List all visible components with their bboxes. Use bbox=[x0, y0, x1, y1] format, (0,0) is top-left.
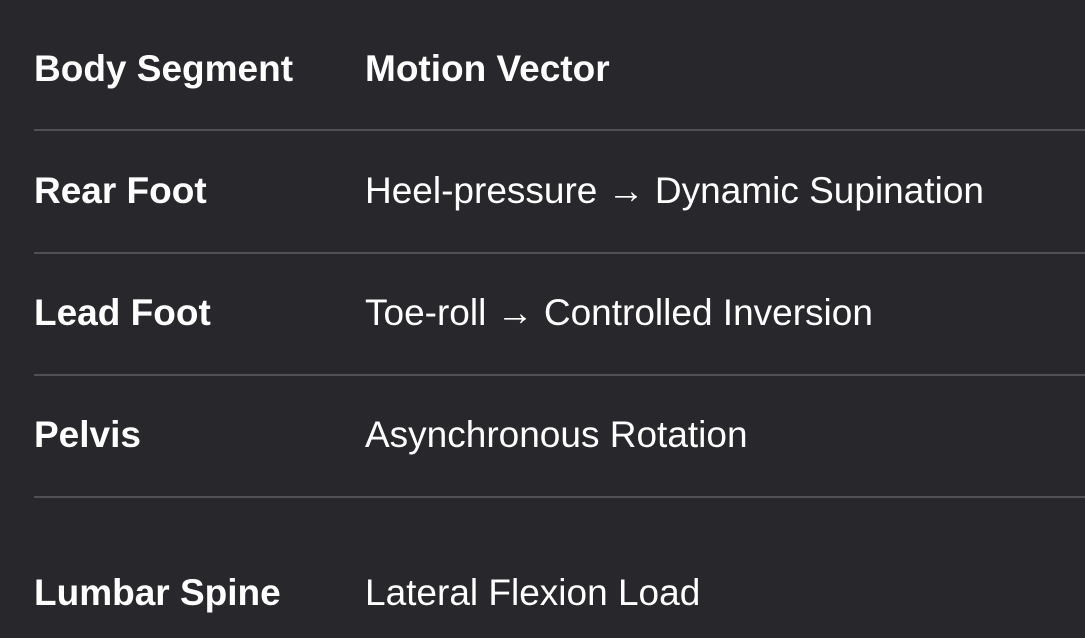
table-row: Lead Foot Toe-roll → Controlled Inversio… bbox=[34, 254, 1085, 376]
row-vector: Toe-roll → Controlled Inversion bbox=[365, 292, 873, 333]
table-header-row: Body Segment Motion Vector bbox=[34, 0, 1085, 131]
header-body-segment: Body Segment bbox=[34, 48, 294, 89]
row-segment: Pelvis bbox=[34, 414, 141, 455]
row-vector: Heel-pressure → Dynamic Supination bbox=[365, 170, 984, 211]
row-segment: Lumbar Spine bbox=[34, 572, 281, 613]
row-vector: Lateral Flexion Load bbox=[365, 572, 701, 613]
header-motion-vector: Motion Vector bbox=[365, 48, 610, 89]
row-segment: Rear Foot bbox=[34, 170, 207, 211]
row-segment: Lead Foot bbox=[34, 292, 211, 333]
table-row: Rear Foot Heel-pressure → Dynamic Supina… bbox=[34, 131, 1085, 254]
table-row: Lumbar Spine Lateral Flexion Load bbox=[34, 498, 1085, 638]
row-vector: Asynchronous Rotation bbox=[365, 414, 748, 455]
table-row: Pelvis Asynchronous Rotation bbox=[34, 376, 1085, 498]
